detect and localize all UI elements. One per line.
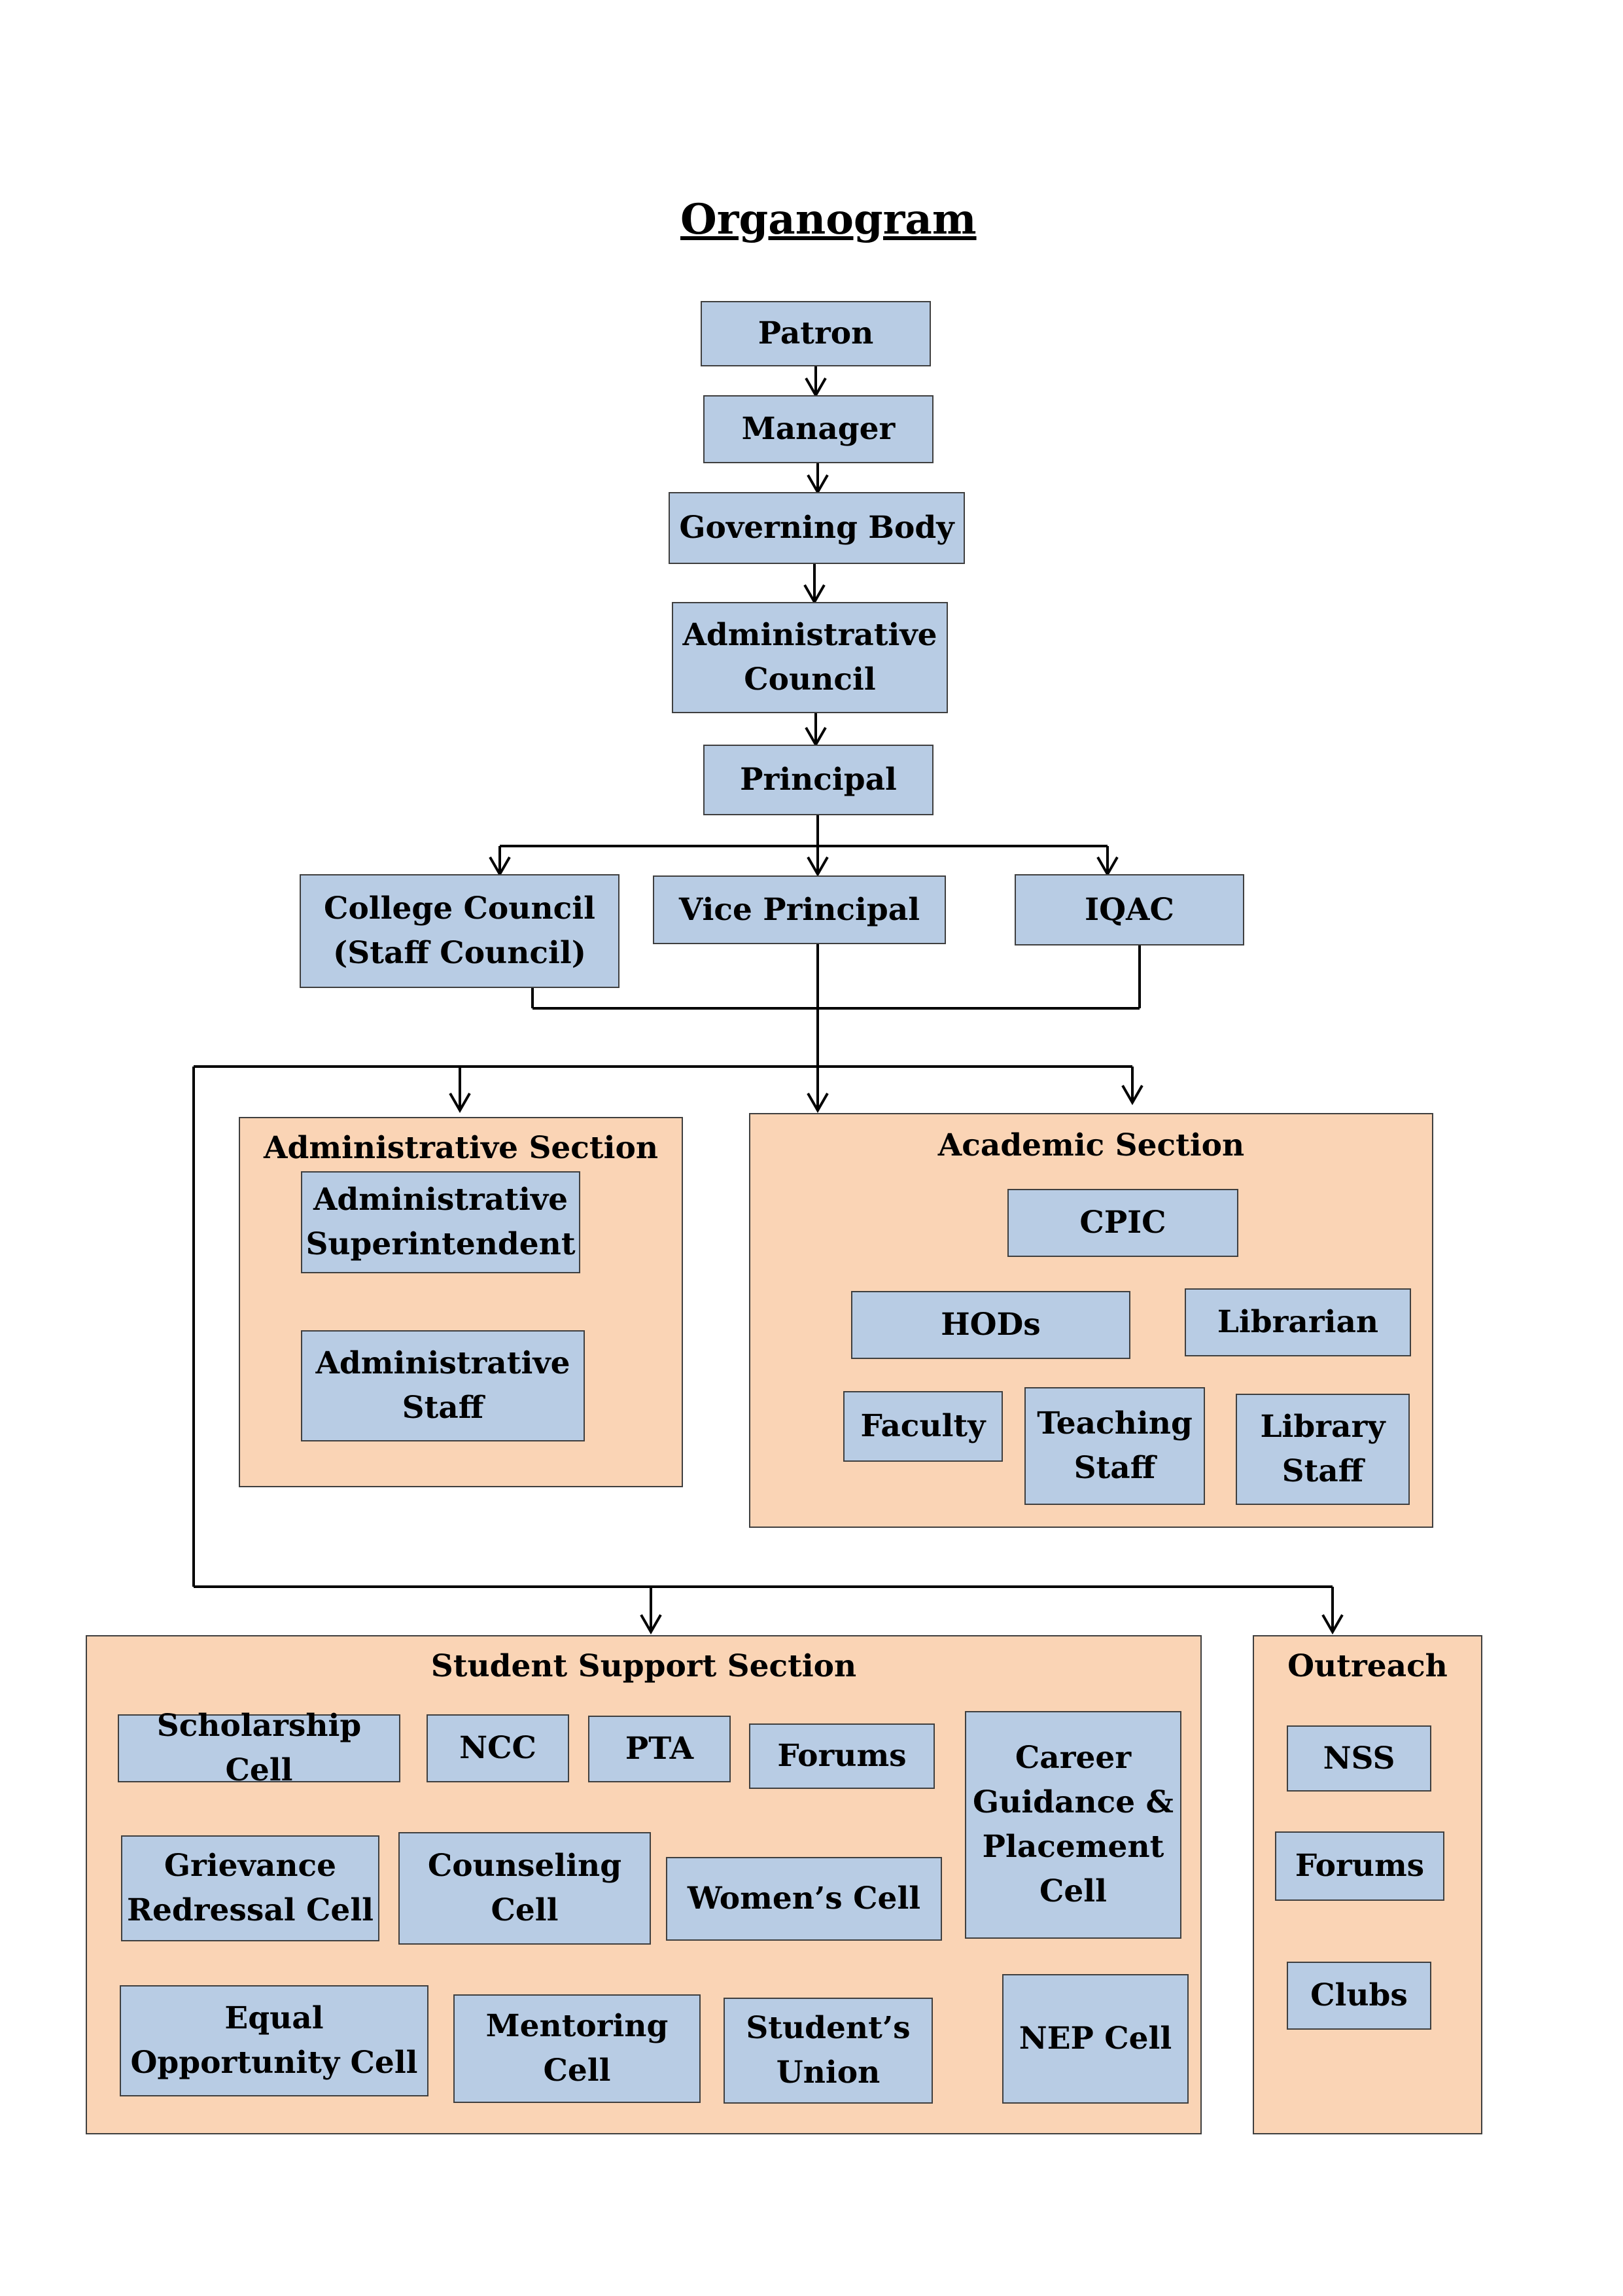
node-label-line: Student’s [746, 2010, 911, 2046]
section-label: Academic Section [937, 1127, 1245, 1163]
node-label-line: Counseling [427, 1848, 622, 1884]
node-faculty: Faculty [843, 1391, 1003, 1462]
node-label-line: College Council [324, 891, 595, 927]
node-label-line: Opportunity Cell [130, 2045, 418, 2081]
node-vice-principal: Vice Principal [653, 875, 946, 944]
section-label: Administrative Section [263, 1130, 658, 1166]
node-label-line: Redressal Cell [126, 1892, 374, 1928]
node-equal-opportunity-cell: Equal Opportunity Cell [120, 1985, 428, 2096]
node-label-line: Equal [224, 2000, 324, 2036]
node-patron: Patron [701, 301, 931, 366]
node-cpic: CPIC [1007, 1189, 1238, 1257]
node-grievance-redressal-cell: Grievance Redressal Cell [121, 1835, 379, 1941]
node-label-line: Union [776, 2055, 881, 2091]
node-scholarship-cell: Scholarship Cell [118, 1708, 400, 1788]
node-students-union: Student’s Union [724, 1998, 933, 2104]
node-label-line: Cell [1039, 1873, 1108, 1909]
node-label: PTA [625, 1731, 694, 1767]
node-womens-cell: Women’s Cell [666, 1857, 942, 1941]
node-label: CPIC [1079, 1205, 1166, 1241]
node-label-line: Mentoring [485, 2008, 669, 2044]
node-governing-body: Governing Body [669, 492, 965, 564]
node-teaching-staff: Teaching Staff [1024, 1387, 1205, 1505]
arrowhead-academic-right [1121, 1085, 1143, 1106]
node-principal: Principal [703, 745, 934, 815]
node-label-line: Administrative [313, 1182, 568, 1218]
node-administrative-council: Administrative Council [672, 602, 948, 713]
node-college-council: College Council (Staff Council) [300, 874, 620, 988]
node-label: Manager [741, 411, 896, 447]
node-label-line: Staff [1073, 1450, 1156, 1486]
node-label: NCC [459, 1730, 536, 1766]
node-manager: Manager [703, 395, 934, 463]
node-nep-cell: NEP Cell [1002, 1974, 1189, 2104]
node-label: Clubs [1310, 1977, 1408, 2013]
node-hods: HODs [851, 1291, 1130, 1359]
node-pta: PTA [588, 1716, 731, 1782]
section-label: Student Support Section [430, 1648, 857, 1684]
node-label: Forums [777, 1738, 907, 1774]
node-librarian: Librarian [1185, 1288, 1411, 1356]
node-label: NEP Cell [1019, 2021, 1172, 2057]
node-administrative-staff: Administrative Staff [301, 1330, 585, 1441]
node-forums: Forums [749, 1723, 935, 1789]
node-label: Scholarship Cell [156, 1708, 362, 1788]
node-label-line: Cell [543, 2053, 611, 2089]
node-label: Faculty [860, 1408, 986, 1444]
node-career-guidance: Career Guidance & Placement Cell [965, 1711, 1181, 1939]
node-label-line: Teaching [1037, 1405, 1193, 1441]
node-label: Vice Principal [678, 891, 920, 928]
node-label: Principal [740, 762, 897, 798]
node-label-line: Cell [491, 1892, 559, 1928]
node-label-line: Council [744, 662, 876, 698]
section-label: Outreach [1287, 1648, 1448, 1684]
node-library-staff: Library Staff [1236, 1394, 1410, 1505]
node-label: Women’s Cell [687, 1881, 921, 1916]
node-clubs: Clubs [1287, 1962, 1431, 2030]
node-label-line: Career [1015, 1740, 1132, 1776]
node-outreach-forums: Forums [1275, 1831, 1444, 1901]
node-label-line: Library [1260, 1409, 1386, 1445]
node-label-line: Administrative [682, 617, 937, 653]
node-label-line: Superintendent [305, 1226, 576, 1262]
node-label-line: Grievance [164, 1848, 337, 1884]
page-title: Organogram [680, 195, 977, 244]
node-label: Forums [1295, 1848, 1425, 1884]
node-label-line: (Staff Council) [333, 935, 586, 971]
arrowhead-academic-section [807, 1093, 829, 1114]
node-iqac: IQAC [1015, 874, 1244, 945]
node-label: IQAC [1085, 891, 1174, 928]
arrowhead-outreach [1321, 1614, 1344, 1635]
node-label-line: Guidance & [973, 1784, 1174, 1820]
node-label-line: Staff [1282, 1453, 1364, 1489]
node-label: Governing Body [679, 510, 954, 546]
node-nss: NSS [1287, 1725, 1431, 1792]
node-label: Librarian [1217, 1304, 1379, 1340]
node-mentoring-cell: Mentoring Cell [453, 1994, 701, 2103]
node-label: NSS [1323, 1740, 1395, 1776]
node-administrative-superintendent: Administrative Superintendent [301, 1171, 580, 1273]
node-label-line: Administrative [315, 1345, 570, 1381]
node-label: Patron [758, 315, 874, 351]
arrowhead-vice-principal [807, 857, 829, 877]
node-label-line: Placement [982, 1829, 1164, 1865]
node-ncc: NCC [427, 1714, 569, 1782]
arrowhead-admin-section [449, 1093, 471, 1114]
arrowhead-student-support [640, 1614, 662, 1635]
node-label: HODs [941, 1307, 1041, 1343]
node-label-line: Staff [402, 1390, 484, 1426]
node-counseling-cell: Counseling Cell [398, 1832, 651, 1945]
